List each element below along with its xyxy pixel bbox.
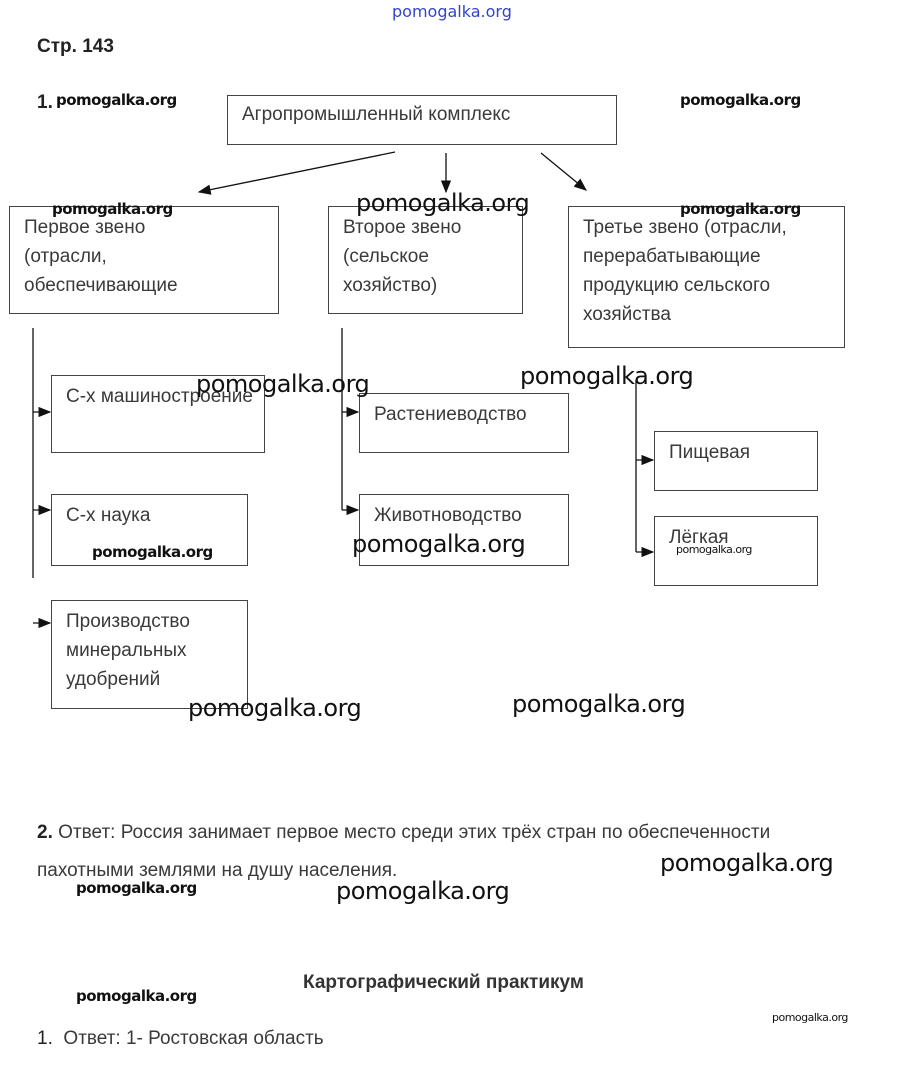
child-box: С-х наука (51, 494, 248, 566)
watermark: pomogalka.org (356, 189, 530, 217)
level1-box-second: Второе звено (сельское хозяйство) (328, 206, 523, 314)
watermark: pomogalka.org (196, 370, 370, 398)
task2: 2. Ответ: Россия занимает первое место с… (37, 822, 770, 844)
watermark: pomogalka.org (512, 690, 686, 718)
level1-label: Первое звено (отрасли, обеспечивающие (24, 217, 178, 296)
task3: 1. Ответ: 1- Ростовская область (37, 1028, 324, 1050)
watermark: pomogalka.org (680, 200, 801, 218)
header-watermark[interactable]: pomogalka.org (392, 2, 512, 21)
task3-number: 1. (37, 1028, 53, 1049)
child-label: Лёгкая (669, 527, 729, 548)
child-label: С-х машиностроение (66, 386, 253, 407)
page-label: Стр. 143 (37, 36, 114, 57)
task3-text: Ответ: 1- Ростовская область (63, 1028, 324, 1049)
watermark: pomogalka.org (520, 362, 694, 390)
watermark: pomogalka.org (352, 530, 526, 558)
watermark: pomogalka.org (56, 91, 177, 109)
root-label: Агропромышленный комплекс (242, 104, 511, 125)
level1-box-first: Первое звено (отрасли, обеспечивающие (9, 206, 279, 314)
task1-number: 1. (37, 92, 53, 113)
child-label: С-х наука (66, 505, 151, 526)
watermark: pomogalka.org (92, 543, 213, 561)
child-label: Растениеводство (374, 404, 527, 425)
child-box: Животноводство (359, 494, 569, 566)
child-box: Лёгкая (654, 516, 818, 586)
child-label: Пищевая (669, 442, 750, 463)
task2-text-line2: пахотными землями на душу населения. (37, 860, 398, 881)
watermark: pomogalka.org (76, 879, 197, 897)
level1-label: Второе звено (сельское хозяйство) (343, 217, 462, 296)
watermark: pomogalka.org (660, 849, 834, 877)
watermark: pomogalka.org (336, 877, 510, 905)
child-box: С-х машиностроение (51, 375, 265, 453)
watermark: pomogalka.org (680, 91, 801, 109)
watermark: pomogalka.org (676, 543, 752, 556)
watermark: pomogalka.org (76, 987, 197, 1005)
section-title: Картографический практикум (303, 972, 584, 993)
task2-number: 2. (37, 822, 53, 843)
watermark: pomogalka.org (772, 1011, 848, 1024)
child-box: Пищевая (654, 431, 818, 491)
task2-text-line1: Ответ: Россия занимает первое место сред… (58, 822, 771, 843)
level1-label: Третье звено (отрасли, перерабатывающие … (583, 217, 787, 325)
watermark: pomogalka.org (52, 200, 173, 218)
child-box: Производство минеральных удобрений (51, 600, 248, 709)
root-box: Агропромышленный комплекс (227, 95, 617, 145)
child-box: Растениеводство (359, 393, 569, 453)
watermark: pomogalka.org (188, 694, 362, 722)
level1-box-third: Третье звено (отрасли, перерабатывающие … (568, 206, 845, 348)
child-label: Животноводство (374, 505, 522, 526)
child-label: Производство минеральных удобрений (66, 611, 190, 690)
